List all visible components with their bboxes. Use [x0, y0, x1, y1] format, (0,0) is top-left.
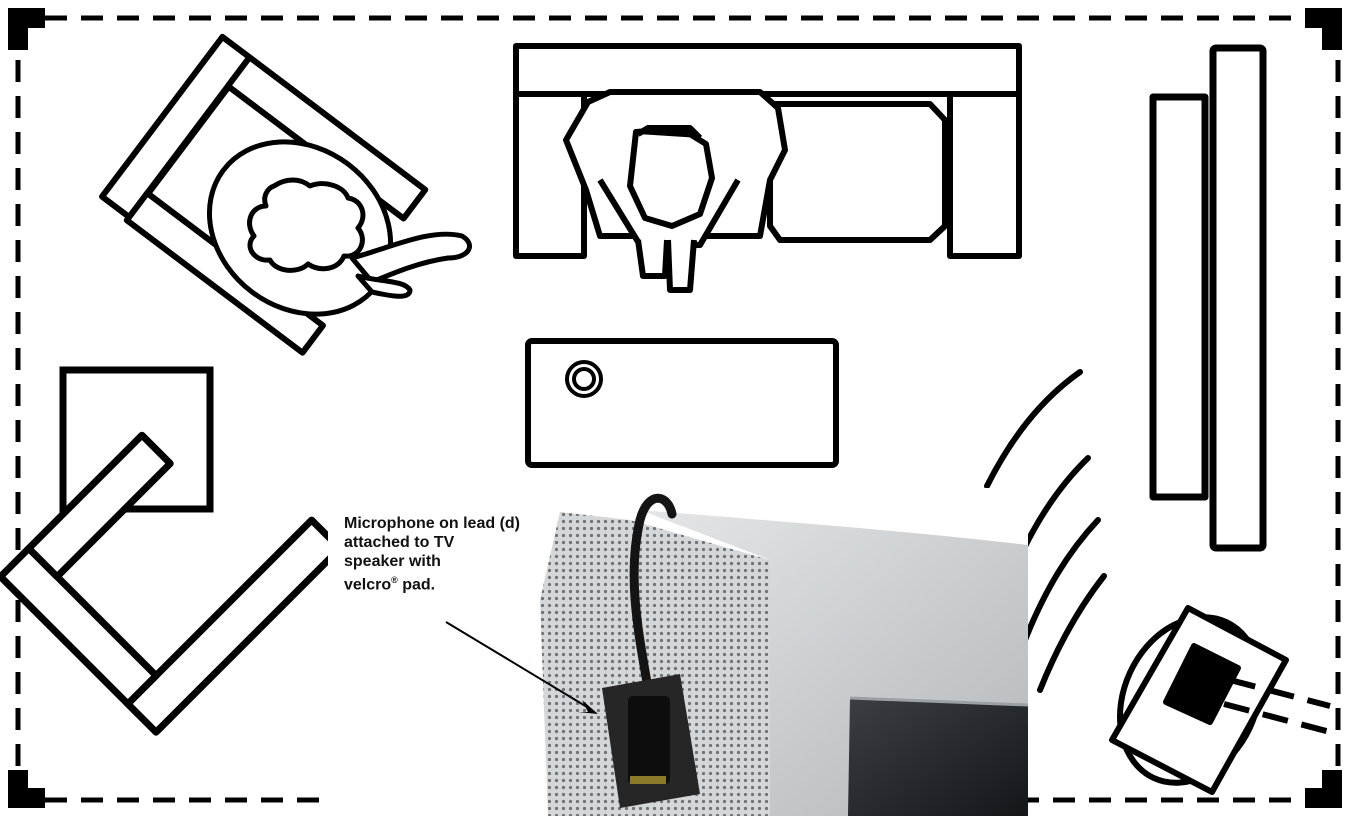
caption-line-3: speaker with — [344, 552, 604, 571]
microphone-icon — [628, 696, 670, 784]
coffee-table — [528, 341, 836, 465]
cup-icon — [567, 362, 601, 396]
registered-mark: ® — [391, 575, 398, 585]
person-on-sofa — [566, 92, 785, 290]
microphone-caption: Microphone on lead (d) attached to TV sp… — [344, 514, 604, 594]
television-right — [1153, 48, 1263, 548]
caption-line-1: Microphone on lead (d) — [344, 514, 604, 533]
caption-pad: pad. — [398, 576, 435, 593]
remote-receiver — [1094, 594, 1286, 806]
caption-line-4: velcro® pad. — [344, 571, 604, 594]
caption-velcro: velcro — [344, 576, 391, 593]
caption-line-2: attached to TV — [344, 533, 604, 552]
tv-screen — [848, 698, 1028, 816]
